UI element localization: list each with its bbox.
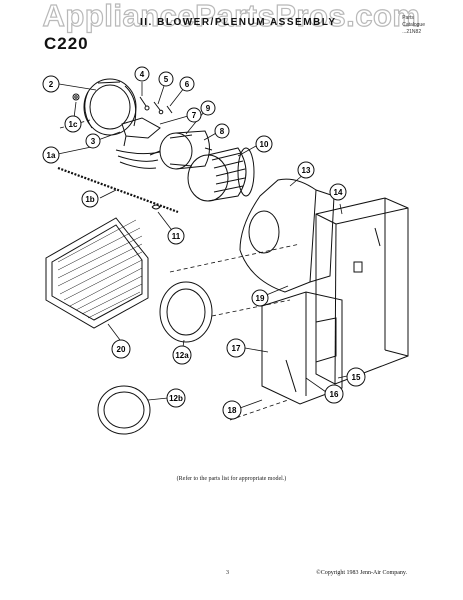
callout-8: 8 xyxy=(214,123,230,139)
callout-label: 1b xyxy=(85,195,94,204)
callout-7: 7 xyxy=(186,107,202,123)
catalogue-meta: Parts Catalogue ...21N82 xyxy=(402,15,425,36)
callout-11: 11 xyxy=(167,227,185,245)
motor xyxy=(149,130,213,170)
plenum-box xyxy=(315,197,409,385)
callout-label: 1c xyxy=(69,120,78,129)
callout-20: 20 xyxy=(111,339,131,359)
page-number: 3 xyxy=(226,570,229,576)
callout-label: 7 xyxy=(192,111,197,120)
callout-5: 5 xyxy=(158,71,174,87)
callout-label: 14 xyxy=(334,188,343,197)
callout-label: 6 xyxy=(185,80,190,89)
filter xyxy=(45,217,149,329)
callout-12a: 12a xyxy=(172,345,192,365)
callout-label: 3 xyxy=(91,137,96,146)
callout-label: 4 xyxy=(140,70,145,79)
collar-ring-12a xyxy=(159,281,213,343)
callout-label: 5 xyxy=(164,75,169,84)
callout-label: 15 xyxy=(352,373,361,382)
callout-label: 2 xyxy=(49,80,54,89)
callout-label: 1a xyxy=(47,151,56,160)
scroll-housing xyxy=(239,178,335,293)
callout-4: 4 xyxy=(134,66,150,82)
callout-label: 20 xyxy=(117,345,126,354)
callout-15: 15 xyxy=(346,367,366,387)
callout-label: 17 xyxy=(232,344,241,353)
callout-label: 12a xyxy=(175,351,189,360)
callout-13: 13 xyxy=(297,161,315,179)
meta-line: Catalogue xyxy=(402,22,425,28)
callout-19: 19 xyxy=(251,289,269,307)
callout-9: 9 xyxy=(200,100,216,116)
ring-12b xyxy=(97,385,151,435)
callout-3: 3 xyxy=(85,133,101,149)
callout-label: 11 xyxy=(172,232,181,241)
callout-17: 17 xyxy=(226,338,246,358)
watermark: AppliancePartsPros.com xyxy=(42,0,421,34)
callout-1b: 1b xyxy=(81,190,99,208)
copyright: ©Copyright 1983 Jenn-Air Company. xyxy=(316,570,407,576)
model-number: C220 xyxy=(44,34,89,53)
callout-6: 6 xyxy=(179,76,195,92)
callout-label: 10 xyxy=(260,140,269,149)
callout-10: 10 xyxy=(255,135,273,153)
callout-16: 16 xyxy=(324,384,344,404)
meta-line: Parts xyxy=(402,15,414,21)
caption: (Refer to the parts list for appropriate… xyxy=(176,476,287,482)
callout-label: 12b xyxy=(169,394,183,403)
support-panel xyxy=(261,291,343,405)
callout-label: 8 xyxy=(220,127,225,136)
callout-label: 16 xyxy=(330,390,339,399)
callout-1c: 1c xyxy=(64,115,82,133)
callout-label: 9 xyxy=(206,104,211,113)
diagram-title: II. BLOWER/PLENUM ASSEMBLY xyxy=(140,17,337,28)
meta-line: ...21N82 xyxy=(402,29,422,35)
callout-1a: 1a xyxy=(42,146,60,164)
housing-cover xyxy=(83,78,137,136)
callout-label: 19 xyxy=(256,294,265,303)
callout-12b: 12b xyxy=(166,388,186,408)
blower-wheel xyxy=(187,147,255,202)
callout-2: 2 xyxy=(42,75,60,93)
callout-18: 18 xyxy=(222,400,242,420)
callout-label: 13 xyxy=(302,166,311,175)
callout-14: 14 xyxy=(329,183,347,201)
callout-label: 18 xyxy=(228,406,237,415)
